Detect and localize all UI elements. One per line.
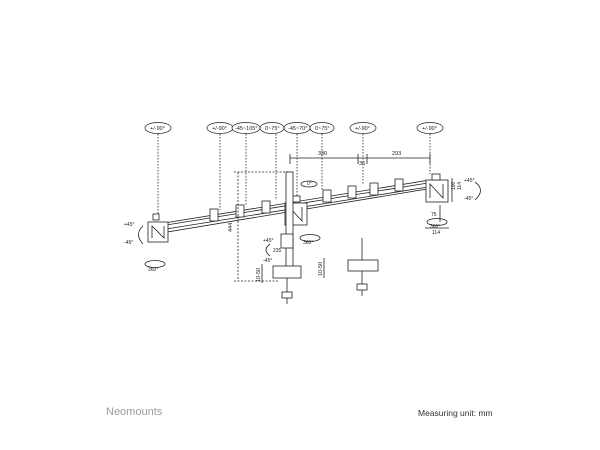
- rotate-label: 360°: [148, 267, 158, 273]
- rotation-label: +/-90°: [355, 126, 370, 132]
- arm-clamp: [261, 200, 271, 214]
- tilt-label: -45°: [124, 240, 133, 246]
- rotation-label: -45~70°: [288, 126, 307, 132]
- left-vesa-plate: [147, 213, 169, 243]
- desk-clamp-secondary: [347, 238, 379, 296]
- tilt-arc-left: [138, 225, 144, 245]
- dimension-label: 36: [359, 161, 365, 167]
- desk-clamp-main: [272, 265, 302, 304]
- rotation-labels: [144, 122, 444, 134]
- rotation-label: +/-90°: [422, 126, 437, 132]
- tilt-label: 0°: [307, 181, 312, 187]
- dimension-label: 10-50: [318, 262, 324, 276]
- tilt-label: +45°: [464, 178, 474, 184]
- dimension-label: 100: [451, 181, 457, 190]
- measuring-unit: Measuring unit: mm: [418, 408, 493, 418]
- rotate-arc-center: [299, 234, 321, 242]
- rotation-label: -45~105°: [235, 126, 258, 132]
- rotate-arc-top: [300, 180, 318, 188]
- arm-clamp: [209, 208, 219, 222]
- tilt-label: +45°: [124, 222, 134, 228]
- dimension-label: 330: [318, 151, 327, 157]
- center-pole: [280, 171, 294, 273]
- rotate-arc-left: [144, 260, 166, 268]
- tilt-arc-right: [474, 181, 481, 201]
- dimension-label: 293: [392, 151, 401, 157]
- dimension-label: 235: [273, 248, 282, 254]
- brand-name: Neomounts: [106, 406, 163, 418]
- dimension-label: 444: [228, 223, 234, 232]
- arm-clamp: [369, 182, 379, 196]
- right-vesa-plate: [425, 173, 449, 203]
- dimension-label: 10-50: [256, 268, 262, 282]
- dimension-label: 114: [457, 182, 463, 190]
- rotation-label: +/-90°: [150, 126, 165, 132]
- rotate-label: 360°: [303, 240, 313, 246]
- arm-clamp: [394, 178, 404, 192]
- tilt-arc-center: [265, 243, 271, 257]
- rotation-label: 0~75°: [315, 126, 330, 132]
- rotate-arc-right: [426, 218, 448, 226]
- dimension-label: 114: [432, 230, 440, 236]
- dimension-label: 75: [431, 212, 437, 218]
- rotation-label: +/-90°: [212, 126, 227, 132]
- arm-clamp: [322, 189, 332, 203]
- tilt-label: -45°: [263, 258, 272, 264]
- tilt-label: -45°: [464, 196, 473, 202]
- arm-clamp: [235, 204, 245, 218]
- rotate-label: 360°: [430, 224, 440, 230]
- tilt-label: +45°: [263, 238, 273, 244]
- rotation-label: 0~75°: [265, 126, 280, 132]
- arm-clamp: [347, 185, 357, 199]
